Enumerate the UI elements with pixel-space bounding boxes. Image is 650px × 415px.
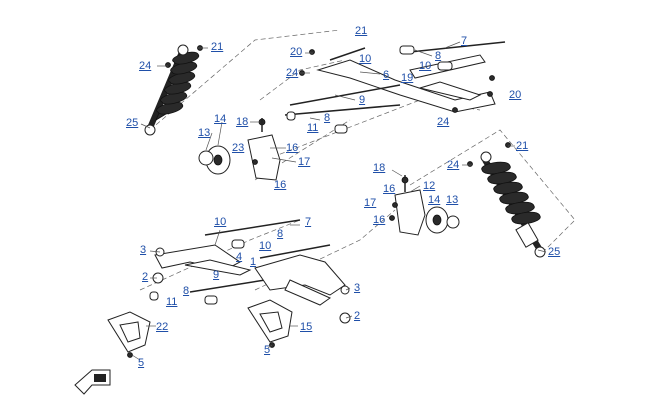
callout-17[interactable]: 17 <box>298 156 311 168</box>
callout-10[interactable]: 10 <box>419 60 432 72</box>
callout-18[interactable]: 18 <box>373 162 386 174</box>
callout-20[interactable]: 20 <box>509 89 522 101</box>
front-direction-arrow-icon <box>74 369 111 395</box>
callout-5[interactable]: 5 <box>264 344 271 356</box>
pivot-bolts-top <box>284 41 506 134</box>
callout-14[interactable]: 14 <box>214 113 227 125</box>
callout-3[interactable]: 3 <box>354 282 361 294</box>
callout-8[interactable]: 8 <box>183 285 190 297</box>
lower-a-arm-right[interactable] <box>254 244 346 306</box>
callout-16[interactable]: 16 <box>286 142 299 154</box>
callout-1[interactable]: 1 <box>250 256 257 268</box>
callout-24[interactable]: 24 <box>447 159 460 171</box>
callout-21[interactable]: 21 <box>211 41 224 53</box>
callout-12[interactable]: 12 <box>423 180 436 192</box>
callout-6[interactable]: 6 <box>383 69 390 81</box>
callout-21[interactable]: 21 <box>516 140 529 152</box>
callout-3[interactable]: 3 <box>140 244 147 256</box>
callout-24[interactable]: 24 <box>139 60 152 72</box>
callout-15[interactable]: 15 <box>300 321 313 333</box>
shock-absorber-right[interactable] <box>480 151 546 258</box>
skid-guard-right[interactable] <box>247 299 293 343</box>
callout-11[interactable]: 11 <box>307 122 319 134</box>
callout-19[interactable]: 19 <box>401 72 414 84</box>
callout-25[interactable]: 25 <box>126 117 139 129</box>
callout-5[interactable]: 5 <box>138 357 145 369</box>
skid-guard-left[interactable] <box>107 311 151 353</box>
knuckle-hub-right[interactable] <box>394 175 460 236</box>
callout-2[interactable]: 2 <box>142 271 149 283</box>
callout-9[interactable]: 9 <box>213 269 220 281</box>
callout-7[interactable]: 7 <box>305 216 312 228</box>
callout-25[interactable]: 25 <box>548 246 561 258</box>
callout-22[interactable]: 22 <box>156 321 169 333</box>
callout-24[interactable]: 24 <box>437 116 450 128</box>
callout-24[interactable]: 24 <box>286 67 299 79</box>
callout-13[interactable]: 13 <box>446 194 459 206</box>
assembly-guide-lines <box>139 29 576 291</box>
callout-10[interactable]: 10 <box>214 216 227 228</box>
callout-13[interactable]: 13 <box>198 127 211 139</box>
callout-17[interactable]: 17 <box>364 197 377 209</box>
shock-absorber-left[interactable] <box>144 44 200 136</box>
callout-8[interactable]: 8 <box>435 50 442 62</box>
callout-10[interactable]: 10 <box>359 53 372 65</box>
callout-8[interactable]: 8 <box>324 112 331 124</box>
callout-7[interactable]: 7 <box>461 35 468 47</box>
callout-16[interactable]: 16 <box>383 183 396 195</box>
callout-8[interactable]: 8 <box>277 228 284 240</box>
callout-14[interactable]: 14 <box>428 194 441 206</box>
callout-23[interactable]: 23 <box>232 142 245 154</box>
callout-21[interactable]: 21 <box>355 25 368 37</box>
lower-a-arm-left[interactable] <box>149 219 301 305</box>
callout-9[interactable]: 9 <box>359 94 366 106</box>
callout-4[interactable]: 4 <box>236 251 243 263</box>
callout-10[interactable]: 10 <box>259 240 272 252</box>
leader-lines <box>131 41 547 361</box>
callout-2[interactable]: 2 <box>354 310 361 322</box>
callout-18[interactable]: 18 <box>236 116 249 128</box>
callout-20[interactable]: 20 <box>290 46 303 58</box>
callout-16[interactable]: 16 <box>274 179 287 191</box>
callout-16[interactable]: 16 <box>373 214 386 226</box>
callout-11[interactable]: 11 <box>166 296 178 308</box>
knuckle-hub-left[interactable] <box>198 118 281 181</box>
